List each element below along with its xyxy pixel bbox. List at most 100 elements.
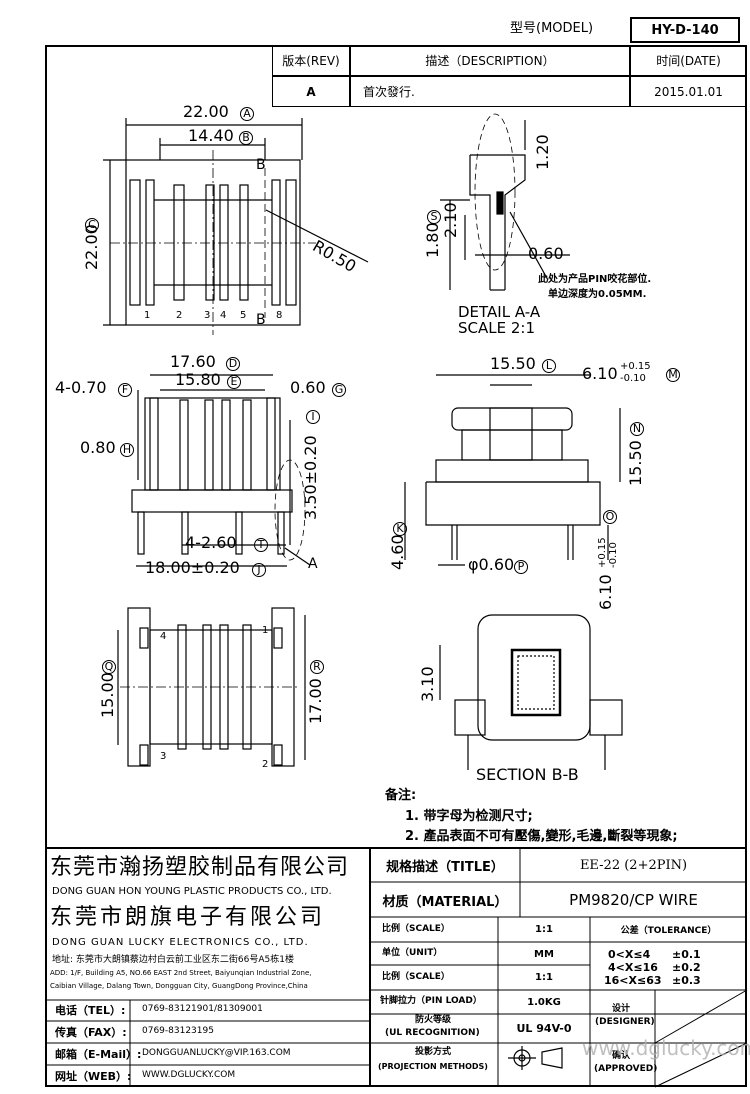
tag-c: C bbox=[85, 218, 99, 232]
dim-4x070: 4-0.70 bbox=[55, 378, 107, 397]
tag-j: J bbox=[252, 563, 266, 577]
drawing-frame bbox=[45, 45, 747, 1087]
ul-label-en: (UL RECOGNITION) bbox=[385, 1028, 480, 1038]
tag-e: E bbox=[227, 375, 241, 389]
title-value: EE-22 (2+2PIN) bbox=[579, 858, 688, 873]
dim-1700: 17.00 bbox=[306, 678, 325, 724]
desc-value: 首次發行. bbox=[350, 76, 630, 107]
dim-1500: 15.00 bbox=[98, 672, 117, 718]
contact-tel-label: 电话（TEL）: bbox=[55, 1004, 126, 1017]
contact-web-value[interactable]: WWW.DGLUCKY.COM bbox=[142, 1070, 236, 1080]
front-view-bobbin bbox=[131, 374, 311, 567]
detail-note-1: 此处为产品PIN咬花部位. bbox=[538, 274, 652, 285]
dim-pin-diameter: φ0.60 bbox=[468, 555, 515, 574]
tag-f: F bbox=[118, 383, 132, 397]
notes-heading: 备注: bbox=[385, 788, 417, 803]
company-name-en-2: DONG GUAN LUCKY ELECTRONICS CO., LTD. bbox=[52, 937, 309, 948]
dim-210: 2.10 bbox=[441, 202, 460, 238]
pin-label: 2 bbox=[176, 310, 183, 321]
unit-label: 单位（UNIT） bbox=[382, 948, 443, 958]
detail-note-2: 单边深度为0.05MM. bbox=[548, 289, 647, 300]
tol-plus: +0.15 bbox=[620, 361, 651, 372]
tag-m: M bbox=[666, 368, 680, 382]
dim-120: 1.20 bbox=[533, 134, 552, 170]
approved-label-en: (APPROVED) bbox=[594, 1064, 658, 1074]
contact-email-label: 邮箱（E-Mail）: bbox=[55, 1048, 142, 1061]
section-title: SECTION B-B bbox=[476, 765, 579, 784]
section-mark-top: B bbox=[256, 157, 266, 173]
pin-label: 8 bbox=[276, 310, 283, 321]
dim-4x260: 4-2.60 bbox=[185, 533, 237, 552]
dim-080: 0.80 bbox=[80, 438, 116, 457]
tag-n: N bbox=[630, 422, 644, 436]
pin-label: 3 bbox=[160, 751, 167, 762]
tolerance-label: 公差（TOLERANCE） bbox=[620, 926, 717, 936]
pin-label: 4 bbox=[220, 310, 227, 321]
tol-value-2: ±0.2 bbox=[672, 961, 701, 974]
company-address-cn: 地址: 东莞市大朗镇蔡边村白云前工业区东二街66号A5栋1楼 bbox=[52, 955, 294, 965]
dim-1760: 17.60 bbox=[170, 352, 216, 371]
dim-310: 3.10 bbox=[418, 666, 437, 702]
dim-610-vertical: 6.10 bbox=[596, 574, 615, 610]
contact-email-value[interactable]: DONGGUANLUCKY@VIP.163.COM bbox=[142, 1048, 291, 1058]
approved-label: 确认 bbox=[612, 1051, 631, 1061]
tag-k: K bbox=[393, 522, 407, 536]
material-label: 材质（MATERIAL） bbox=[382, 894, 508, 910]
tag-t: T bbox=[254, 538, 268, 552]
unit-value: MM bbox=[534, 948, 554, 960]
projection-label: 投影方式 bbox=[415, 1047, 452, 1057]
dim-350: 3.50±0.20 bbox=[301, 435, 320, 520]
dim-060-front: 0.60 bbox=[290, 378, 326, 397]
pin-label: 3 bbox=[204, 310, 211, 321]
date-value: 2015.01.01 bbox=[630, 76, 747, 107]
rev-value: A bbox=[272, 76, 350, 107]
dim-width-14: 14.40 bbox=[188, 126, 234, 145]
scale2-label: 比例（SCALE） bbox=[382, 972, 450, 982]
section-mark-bottom: B bbox=[256, 312, 266, 328]
dim-460: 4.60 bbox=[388, 534, 407, 570]
tag-o: O bbox=[603, 510, 617, 524]
pin-label: 2 bbox=[262, 759, 269, 770]
tol-range-1: 0<X≤4 bbox=[608, 948, 651, 961]
pinload-label: 针脚拉力（PIN LOAD） bbox=[380, 996, 482, 1006]
company-name-cn-2: 东莞市朗旗电子有限公司 bbox=[50, 905, 326, 930]
designer-label-en: (DESIGNER) bbox=[595, 1017, 655, 1027]
company-name-en-1: DONG GUAN HON YOUNG PLASTIC PRODUCTS CO.… bbox=[52, 886, 332, 897]
pin-label: 1 bbox=[144, 310, 151, 321]
rev-header: 版本(REV) bbox=[272, 45, 350, 76]
dim-180: 1.80 bbox=[423, 222, 442, 258]
title-block-grid bbox=[45, 847, 748, 1088]
tag-r: R bbox=[310, 660, 324, 674]
tol-range-3: 16<X≤63 bbox=[604, 974, 662, 987]
dim-1550-height: 15.50 bbox=[626, 440, 645, 486]
pin-label: 1 bbox=[262, 625, 269, 636]
pinload-value: 1.0KG bbox=[527, 996, 561, 1008]
watermark: www.dglucky.com bbox=[582, 1036, 750, 1060]
contact-fax-label: 传真（FAX）: bbox=[55, 1026, 127, 1039]
contact-fax-value: 0769-83123195 bbox=[142, 1026, 214, 1036]
ul-label: 防火等级 bbox=[415, 1015, 452, 1025]
dim-1550-width: 15.50 bbox=[490, 354, 536, 373]
dim-1580: 15.80 bbox=[175, 370, 221, 389]
dim-width-22: 22.00 bbox=[183, 102, 229, 121]
material-value: PM9820/CP WIRE bbox=[569, 891, 698, 909]
tol-v-plus: +0.15 bbox=[597, 537, 608, 568]
section-bb-drawing bbox=[439, 614, 623, 770]
side-view-bobbin bbox=[404, 374, 621, 566]
detail-scale: SCALE 2:1 bbox=[458, 319, 535, 337]
dim-1800: 18.00±0.20 bbox=[145, 558, 240, 577]
tol-value-1: ±0.1 bbox=[672, 948, 701, 961]
detail-aa-drawing bbox=[440, 113, 570, 291]
scale-label: 比例（SCALE） bbox=[382, 924, 450, 934]
projection-label-en: (PROJECTION METHODS) bbox=[378, 1062, 488, 1071]
tag-p: P bbox=[514, 560, 528, 574]
tag-i: I bbox=[306, 410, 320, 424]
company-name-cn-1: 东莞市瀚扬塑胶制品有限公司 bbox=[50, 855, 350, 880]
pin-label: 4 bbox=[160, 631, 167, 642]
tol-v-minus: -0.10 bbox=[608, 542, 619, 568]
model-value: HY-D-140 bbox=[630, 17, 740, 43]
revision-table: 版本(REV) 描述（DESCRIPTION） 时间(DATE) A 首次發行.… bbox=[272, 45, 747, 107]
contact-web-label: 网址（WEB）: bbox=[55, 1070, 132, 1083]
bottom-view-bobbin bbox=[117, 607, 306, 767]
